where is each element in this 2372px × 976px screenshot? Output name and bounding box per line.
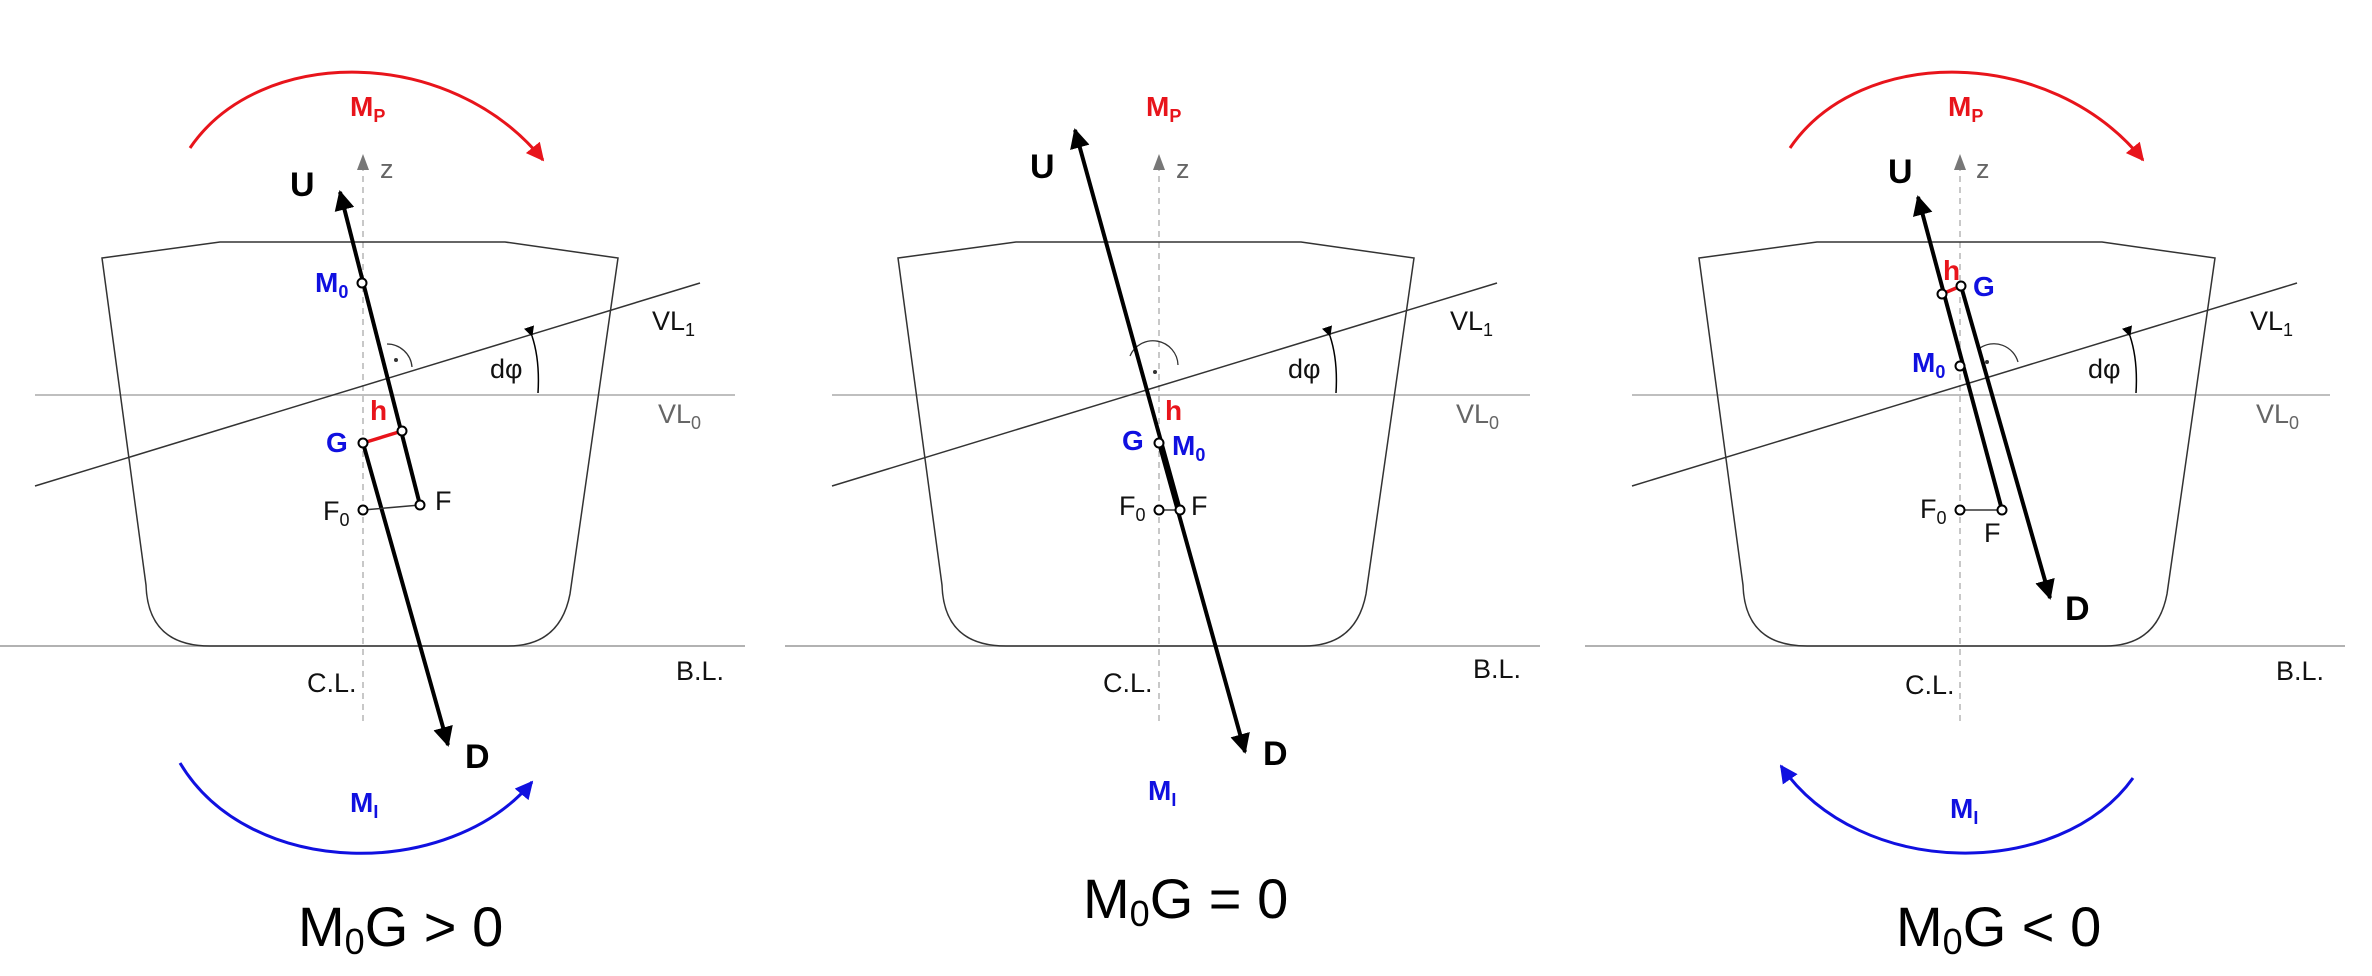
label-mp: MP <box>1146 91 1181 126</box>
label-vl1: VL1 <box>1450 306 1493 340</box>
label-z: z <box>1976 154 1990 184</box>
heel-angle-arc[interactable] <box>1322 325 1338 394</box>
label-vl0: VL0 <box>1456 399 1499 433</box>
right-angle-arc <box>1979 343 2019 363</box>
label-dphi: dφ <box>2088 354 2121 384</box>
label-f0: F0 <box>1119 491 1146 525</box>
label-u: U <box>1888 153 1913 191</box>
point-f0[interactable] <box>1153 504 1165 516</box>
label-mi: MI <box>1950 793 1978 828</box>
label-vl0: VL0 <box>658 399 701 433</box>
label-u: U <box>290 166 315 204</box>
ship-hull <box>1698 241 2216 647</box>
righting-moment-arrow[interactable] <box>188 70 545 162</box>
label-f: F <box>435 486 452 516</box>
heeling-moment-arrow[interactable] <box>178 762 534 855</box>
label-cl: C.L. <box>1103 668 1153 698</box>
label-f: F <box>1984 518 2001 548</box>
point-g[interactable] <box>1955 280 1967 292</box>
buoyancy-vector-u[interactable] <box>334 190 422 506</box>
label-mi: MI <box>350 787 378 822</box>
caption-positive: M0G > 0 <box>298 895 503 962</box>
weight-vector-d[interactable] <box>1157 442 1250 754</box>
panel-negative: MP z U h G VL1 M0 dφ VL0 F0 F D B.L. C.L… <box>1585 70 2345 962</box>
label-h: h <box>1943 255 1960 286</box>
label-f0: F0 <box>1920 494 1947 528</box>
label-d: D <box>465 738 490 776</box>
righting-moment-arrow[interactable] <box>1788 70 2145 162</box>
heel-angle-arc[interactable] <box>2122 325 2138 394</box>
label-vl1: VL1 <box>652 306 695 340</box>
label-f0: F0 <box>323 496 350 530</box>
z-axis-arrow-icon <box>357 154 369 170</box>
point-f0[interactable] <box>357 504 369 516</box>
z-axis-arrow-icon <box>1954 154 1966 170</box>
right-angle-dot <box>1985 360 1989 364</box>
point-f[interactable] <box>1174 504 1186 516</box>
point-g[interactable] <box>357 437 369 449</box>
label-dphi: dφ <box>1288 354 1321 384</box>
waterline-vl1 <box>1631 282 2298 487</box>
label-cl: C.L. <box>307 668 357 698</box>
label-mp: MP <box>1948 91 1983 126</box>
label-m0: M0 <box>315 267 348 302</box>
ship-hull <box>101 241 619 647</box>
right-angle-dot <box>394 358 398 362</box>
z-axis-arrow-icon <box>1153 154 1165 170</box>
heel-angle-arc[interactable] <box>524 325 540 394</box>
waterline-vl1 <box>831 282 1498 487</box>
panel-positive: MP z U M0 VL1 dφ VL0 h G F0 F B.L. C.L. … <box>0 70 745 962</box>
label-g: G <box>1973 271 1995 302</box>
caption-neutral: M0G = 0 <box>1083 867 1288 934</box>
label-bl: B.L. <box>1473 654 1521 684</box>
label-mp: MP <box>350 91 385 126</box>
label-bl: B.L. <box>2276 656 2324 686</box>
panel-neutral: MP z U VL1 dφ VL0 h G M0 F0 F B.L. C.L. … <box>785 91 1540 934</box>
buoyancy-shift-line <box>362 504 421 511</box>
label-bl: B.L. <box>676 656 724 686</box>
label-cl: C.L. <box>1905 670 1955 700</box>
point-f[interactable] <box>1996 504 2008 516</box>
point-f[interactable] <box>414 499 426 511</box>
label-h: h <box>1165 395 1182 426</box>
lever-arm-h[interactable] <box>362 429 403 445</box>
heeling-moment-arrow[interactable] <box>1779 764 2135 855</box>
label-f: F <box>1191 491 1208 521</box>
weight-vector-d[interactable] <box>361 442 453 747</box>
label-h: h <box>370 395 387 426</box>
label-d: D <box>1263 735 1288 773</box>
point-h-end <box>1936 288 1948 300</box>
point-m0[interactable] <box>1954 360 1966 372</box>
point-g-m0[interactable] <box>1153 437 1165 449</box>
label-d: D <box>2065 590 2090 628</box>
label-z: z <box>1176 154 1190 184</box>
label-mi: MI <box>1148 775 1176 810</box>
point-m0[interactable] <box>356 277 368 289</box>
caption-negative: M0G < 0 <box>1896 895 2101 962</box>
label-dphi: dφ <box>490 354 523 384</box>
buoyancy-vector-u[interactable] <box>1913 195 2004 511</box>
label-g: G <box>1122 425 1144 456</box>
right-angle-arc <box>386 343 413 368</box>
point-h-end <box>396 425 408 437</box>
label-z: z <box>380 154 394 184</box>
right-angle-dot <box>1153 370 1157 374</box>
ship-hull <box>897 241 1415 647</box>
label-m0: M0 <box>1912 347 1945 382</box>
waterline-vl1 <box>34 282 701 487</box>
point-f0[interactable] <box>1954 504 1966 516</box>
weight-vector-d[interactable] <box>1959 285 2055 600</box>
label-u: U <box>1030 148 1055 186</box>
label-m0: M0 <box>1172 430 1205 465</box>
label-vl0: VL0 <box>2256 399 2299 433</box>
label-vl1: VL1 <box>2250 306 2293 340</box>
label-g: G <box>326 427 348 458</box>
